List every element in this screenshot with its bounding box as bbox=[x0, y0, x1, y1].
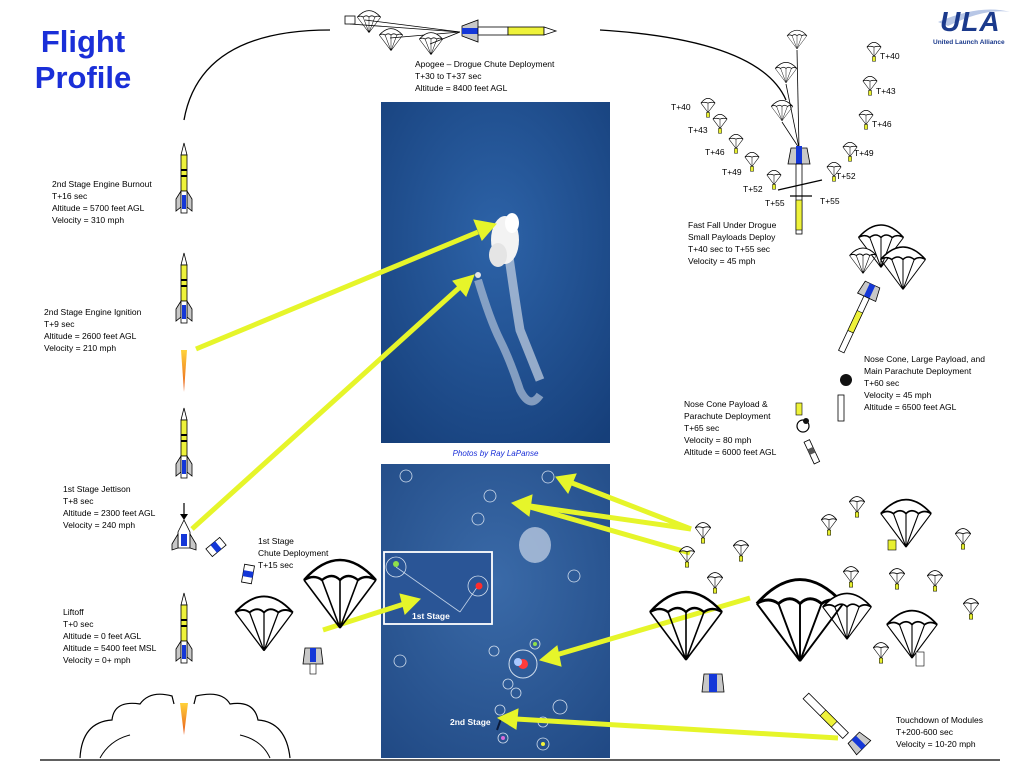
first-stage-tumbling bbox=[205, 536, 378, 675]
trajectory-arc bbox=[183, 29, 787, 121]
launch-photo bbox=[381, 102, 610, 443]
second-stage-photo-label: 2nd Stage bbox=[450, 717, 491, 727]
main-chute-deployment bbox=[837, 223, 927, 422]
time-mark: T+49 bbox=[722, 167, 742, 177]
time-mark: T+52 bbox=[743, 184, 763, 194]
smoke-trails bbox=[474, 213, 545, 406]
time-mark: T+46 bbox=[705, 147, 725, 157]
recovery-photo-details bbox=[383, 469, 581, 751]
rocket-jettison bbox=[171, 407, 197, 551]
time-mark: T+40 bbox=[671, 102, 691, 112]
time-mark: T+49 bbox=[854, 148, 874, 158]
time-mark: T+40 bbox=[880, 51, 900, 61]
rocket-burnout bbox=[175, 142, 193, 214]
time-mark: T+55 bbox=[820, 196, 840, 206]
page-title: Flight Profile bbox=[34, 24, 132, 95]
time-mark: T+52 bbox=[836, 171, 856, 181]
rocket-ignition bbox=[175, 252, 193, 392]
time-mark: T+55 bbox=[765, 198, 785, 208]
time-mark: T+43 bbox=[688, 125, 708, 135]
touchdown-scene bbox=[648, 496, 980, 756]
time-mark: T+43 bbox=[876, 86, 896, 96]
first-stage-inset bbox=[383, 551, 493, 625]
first-stage-photo-label: 1st Stage bbox=[412, 611, 450, 621]
drogue-cluster bbox=[770, 29, 823, 235]
launch-smoke bbox=[79, 693, 291, 759]
ula-logo-subtitle: United Launch Alliance bbox=[933, 39, 1005, 46]
ula-logo: ULA bbox=[940, 6, 1001, 37]
nose-cone-payload bbox=[795, 402, 821, 465]
ula-logo-swoosh bbox=[938, 9, 1010, 26]
photo-credit: Photos by Ray LaPanse bbox=[452, 449, 539, 458]
time-mark: T+46 bbox=[872, 119, 892, 129]
rocket-liftoff bbox=[79, 592, 291, 759]
apogee-vehicle bbox=[344, 10, 558, 56]
